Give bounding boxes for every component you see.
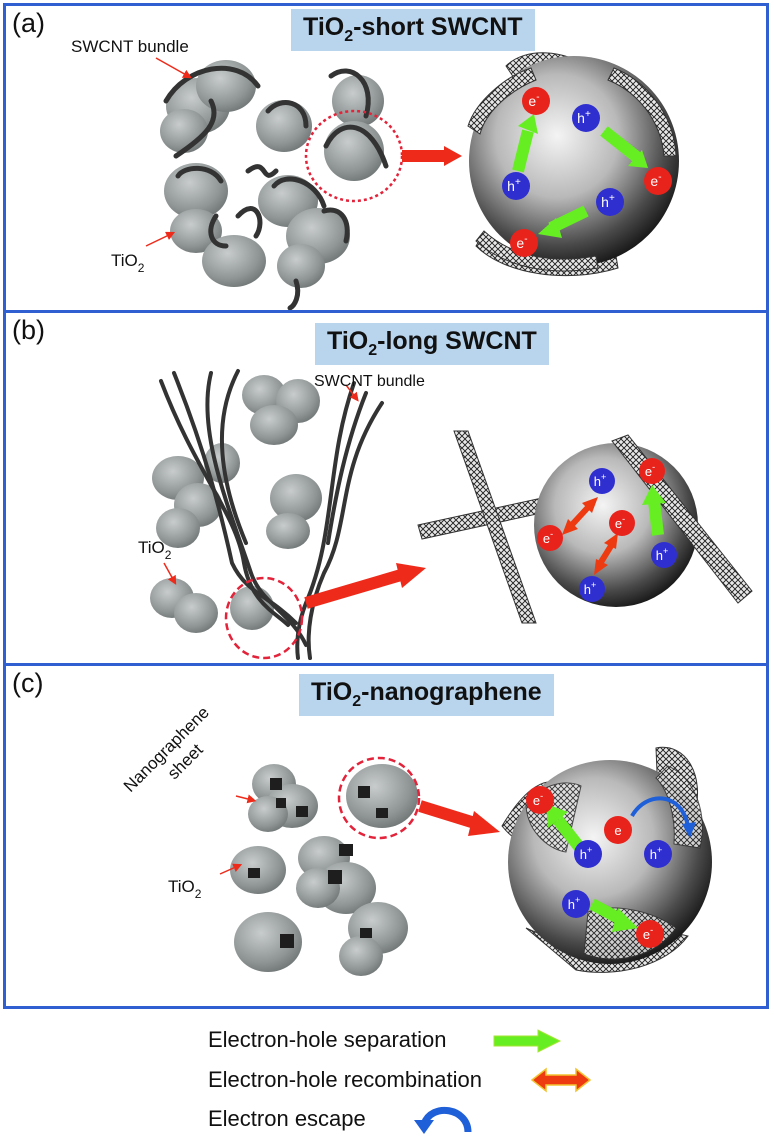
svg-text:e-: e- xyxy=(643,925,653,942)
panel-a-letter: (a) xyxy=(12,8,45,38)
svg-text:h+: h+ xyxy=(584,580,597,597)
svg-text:h+: h+ xyxy=(580,845,593,862)
zoomed-sphere-c xyxy=(501,746,712,973)
swcnt-bundle-pointer-b xyxy=(345,384,359,402)
svg-text:h+: h+ xyxy=(601,193,615,210)
legend-escape-label: Electron escape xyxy=(208,1106,366,1131)
electron-icon xyxy=(644,167,672,195)
swcnt-bundle-label-b: SWCNT bundle xyxy=(314,373,425,390)
nanographene-sheets-c xyxy=(248,778,388,948)
swcnt-bundle-pointer-a xyxy=(155,57,192,79)
separation-arrows-c xyxy=(546,804,638,932)
carrier-e: e xyxy=(528,93,536,109)
electron-icon xyxy=(522,87,550,115)
panel-b-letter: (b) xyxy=(12,315,45,345)
tio2-cluster-c xyxy=(230,764,418,976)
svg-text:h+: h+ xyxy=(650,845,663,862)
svg-text:e-: e- xyxy=(533,791,543,808)
legend-separation-label: Electron-hole separation xyxy=(208,1027,447,1052)
svg-text:h+: h+ xyxy=(594,472,607,489)
separation-arrow-icon xyxy=(493,1029,562,1053)
tio2-label-c: TiO2 xyxy=(168,877,202,901)
recombination-arrow-icon xyxy=(530,1067,592,1093)
panel-a: (a) TiO2-short SWCNT xyxy=(3,3,769,313)
legend-recombination-label: Electron-hole recombination xyxy=(208,1067,482,1092)
hole-icon xyxy=(596,188,624,216)
svg-text:e-: e- xyxy=(650,172,661,189)
carriers-c xyxy=(526,786,672,948)
zoom-circle-b xyxy=(224,576,304,660)
tio2-pointer-c xyxy=(219,863,243,875)
panel-c-letter: (c) xyxy=(12,668,44,698)
electron-icon xyxy=(510,229,538,257)
hole-icon xyxy=(502,172,530,200)
panel-b-title: TiO2-long SWCNT xyxy=(315,323,549,365)
svg-text:h+: h+ xyxy=(568,895,581,912)
tio2-pointer-b xyxy=(163,562,177,585)
tio2-label-b: TiO2 xyxy=(138,538,172,562)
hole-icon xyxy=(572,104,600,132)
svg-text:h+: h+ xyxy=(507,177,521,194)
svg-text:e: e xyxy=(614,823,621,838)
svg-text:e-: e- xyxy=(528,92,539,109)
zoom-arrow-b xyxy=(304,569,403,609)
panel-b: (b) TiO2-long SWCNT xyxy=(3,310,769,666)
escape-arrow-c xyxy=(630,796,690,827)
panel-c: (c) TiO2-nanographene xyxy=(3,663,769,1009)
separation-arrow-b xyxy=(642,485,666,536)
tio2-label-a: TiO2 xyxy=(111,251,145,275)
zoom-arrow-c xyxy=(418,800,480,830)
short-swcnt-bundles-a xyxy=(163,65,389,311)
panel-a-title-suffix: -short SWCNT xyxy=(353,13,523,41)
svg-text:e-: e- xyxy=(543,529,553,546)
tio2-pointer-a xyxy=(145,231,176,247)
carriers-b xyxy=(537,458,677,602)
zoom-circle-c xyxy=(337,756,421,840)
panel-c-title: TiO2-nanographene xyxy=(299,674,554,716)
carriers-a xyxy=(502,87,672,257)
panel-a-title-prefix: TiO xyxy=(303,13,345,41)
panel-b-illustration: h+ e- e- e- h+ h+ SWCNT bundle TiO2 xyxy=(138,369,753,660)
panel-a-title: TiO2-short SWCNT xyxy=(291,9,535,51)
zoomed-sphere-a xyxy=(467,52,679,277)
zoomed-sphere-b xyxy=(534,434,753,607)
recombination-arrows-b xyxy=(562,497,618,575)
svg-text:e-: e- xyxy=(516,234,527,251)
panel-a-illustration: e- h+ e- h+ h+ e- SWCNT bundle TiO2 xyxy=(71,37,679,311)
svg-text:h+: h+ xyxy=(577,109,591,126)
panel-c-illustration: e- e h+ h+ h+ e- Nanographene sheet TiO2 xyxy=(120,703,712,976)
svg-text:e-: e- xyxy=(615,514,625,531)
panel-a-title-sub: 2 xyxy=(344,28,354,45)
sheet-pointer-c xyxy=(235,794,257,804)
svg-text:h+: h+ xyxy=(656,546,669,563)
escape-arrow-icon xyxy=(414,1106,472,1134)
swcnt-bundle-label-a: SWCNT bundle xyxy=(71,37,189,56)
separation-arrows-a xyxy=(512,114,648,238)
svg-text:e-: e- xyxy=(645,462,655,479)
